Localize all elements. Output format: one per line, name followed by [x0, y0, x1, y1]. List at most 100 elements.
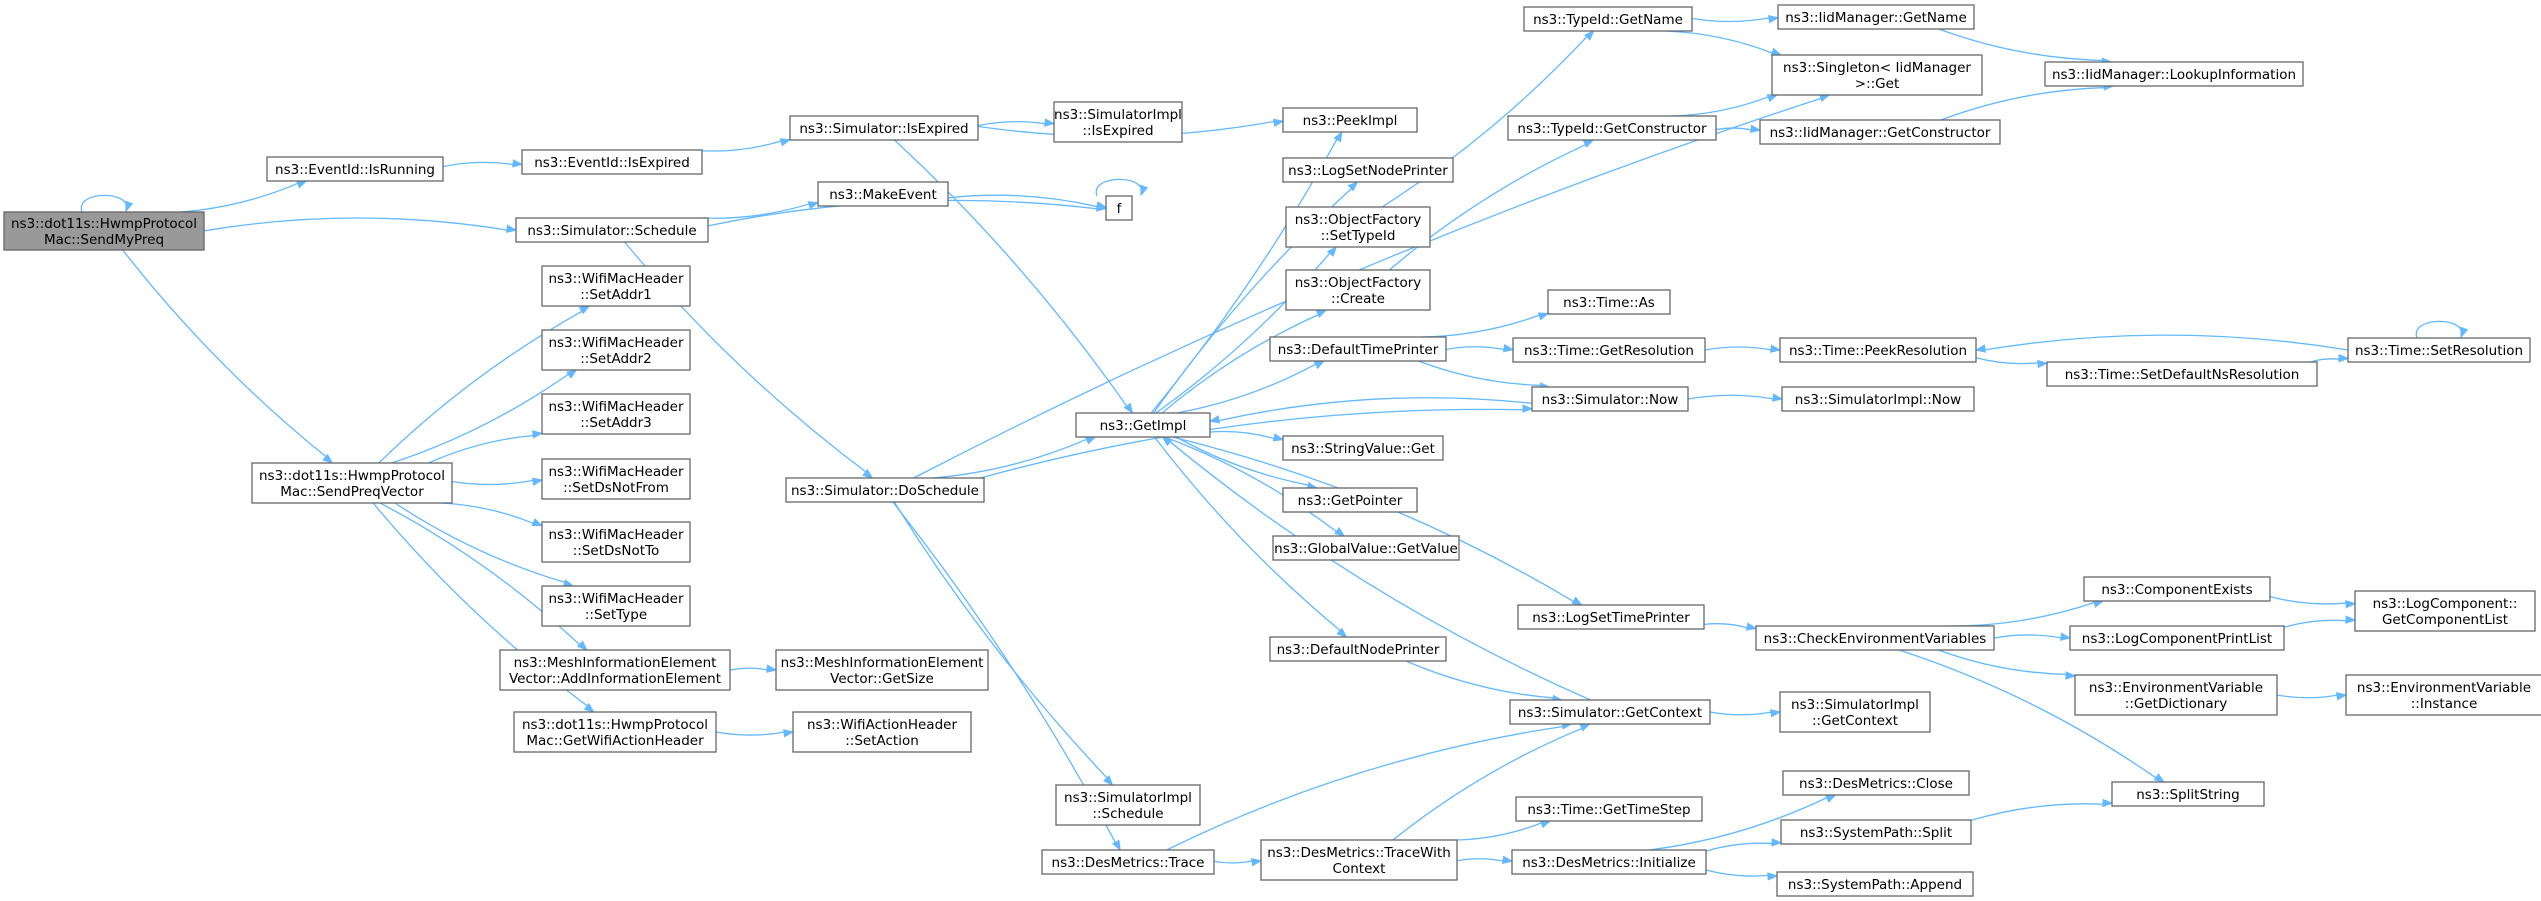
node-box[interactable]	[1780, 819, 1972, 845]
node-simimpl_isexp[interactable]: ns3::SimulatorImpl::IsExpired	[1053, 101, 1183, 143]
node-box[interactable]	[541, 265, 691, 307]
node-logsetnode[interactable]: ns3::LogSetNodePrinter	[1282, 157, 1454, 183]
node-setaddr2[interactable]: ns3::WifiMacHeader::SetAddr2	[541, 329, 691, 371]
node-box[interactable]	[521, 149, 703, 175]
node-box[interactable]	[1285, 269, 1431, 311]
node-box[interactable]	[1272, 535, 1460, 561]
node-box[interactable]	[541, 585, 691, 627]
node-box[interactable]	[1282, 157, 1454, 183]
node-getimpl[interactable]: ns3::GetImpl	[1075, 412, 1211, 438]
node-box[interactable]	[1075, 412, 1211, 438]
node-box[interactable]	[1779, 337, 1977, 363]
node-sim_sched[interactable]: ns3::Simulator::Schedule	[515, 217, 709, 243]
node-box[interactable]	[1759, 119, 2001, 145]
node-setaddr3[interactable]: ns3::WifiMacHeader::SetAddr3	[541, 393, 691, 435]
node-singleton_get[interactable]: ns3::Singleton< IidManager >::Get	[1771, 54, 1983, 96]
node-box[interactable]	[1782, 770, 1970, 796]
node-eid_run[interactable]: ns3::EventId::IsRunning	[266, 156, 444, 182]
node-simimpl_getctx[interactable]: ns3::SimulatorImpl::GetContext	[1779, 691, 1931, 733]
node-box[interactable]	[2044, 61, 2304, 87]
node-checkenv[interactable]: ns3::CheckEnvironmentVariables	[1755, 625, 1995, 651]
node-syspath_split[interactable]: ns3::SystemPath::Split	[1780, 819, 1972, 845]
node-box[interactable]	[1285, 206, 1431, 248]
node-box[interactable]	[1260, 839, 1458, 881]
node-objf_settype[interactable]: ns3::ObjectFactory::SetTypeId	[1285, 206, 1431, 248]
node-box[interactable]	[1771, 54, 1983, 96]
node-box[interactable]	[1511, 849, 1707, 875]
node-addinfo[interactable]: ns3::MeshInformationElementVector::AddIn…	[499, 649, 731, 691]
node-box[interactable]	[2046, 361, 2318, 387]
node-setdsnotfrom[interactable]: ns3::WifiMacHeader::SetDsNotFrom	[541, 458, 691, 500]
node-box[interactable]	[1509, 699, 1711, 725]
node-makeevent[interactable]: ns3::MakeEvent	[817, 181, 949, 207]
node-box[interactable]	[1523, 6, 1693, 32]
node-envvar_instance[interactable]: ns3::EnvironmentVariable::Instance	[2345, 674, 2541, 716]
node-time_setres[interactable]: ns3::Time::SetResolution	[2347, 337, 2531, 363]
node-box[interactable]	[266, 156, 444, 182]
node-box[interactable]	[2083, 576, 2271, 602]
node-sim_isexp[interactable]: ns3::Simulator::IsExpired	[789, 115, 979, 141]
node-objf_create[interactable]: ns3::ObjectFactory::Create	[1285, 269, 1431, 311]
node-box[interactable]	[2347, 337, 2531, 363]
node-box[interactable]	[1512, 337, 1706, 363]
node-desm_trace[interactable]: ns3::DesMetrics::Trace	[1041, 849, 1215, 875]
node-box[interactable]	[1269, 336, 1447, 362]
node-box[interactable]	[515, 217, 709, 243]
node-box[interactable]	[251, 462, 453, 504]
node-iid_lookup[interactable]: ns3::IidManager::LookupInformation	[2044, 61, 2304, 87]
node-getsize[interactable]: ns3::MeshInformationElementVector::GetSi…	[775, 649, 989, 691]
node-box[interactable]	[1755, 625, 1995, 651]
node-box[interactable]	[1515, 796, 1703, 822]
node-box[interactable]	[541, 329, 691, 371]
node-box[interactable]	[1105, 195, 1133, 221]
node-logsettime[interactable]: ns3::LogSetTimePrinter	[1517, 604, 1705, 630]
node-iid_getname[interactable]: ns3::IidManager::GetName	[1777, 4, 1975, 30]
node-box[interactable]	[499, 649, 731, 691]
node-peekimpl[interactable]: ns3::PeekImpl	[1282, 107, 1418, 133]
node-box[interactable]	[817, 181, 949, 207]
node-box[interactable]	[1781, 386, 1975, 412]
node-splitstring[interactable]: ns3::SplitString	[2111, 781, 2265, 807]
node-box[interactable]	[1282, 487, 1418, 513]
node-time_peekres[interactable]: ns3::Time::PeekResolution	[1779, 337, 1977, 363]
node-box[interactable]	[1777, 4, 1975, 30]
node-simimpl_sched[interactable]: ns3::SimulatorImpl::Schedule	[1055, 784, 1201, 826]
node-box[interactable]	[785, 477, 985, 503]
node-setaction[interactable]: ns3::WifiActionHeader::SetAction	[792, 711, 972, 753]
node-box[interactable]	[2069, 625, 2285, 651]
node-box[interactable]	[1282, 435, 1444, 461]
node-box[interactable]	[1517, 604, 1705, 630]
node-box[interactable]	[2345, 674, 2541, 716]
node-logcomp_getlist[interactable]: ns3::LogComponent::GetComponentList	[2354, 590, 2536, 632]
node-box[interactable]	[1269, 636, 1447, 662]
node-box[interactable]	[1041, 849, 1215, 875]
node-doschedule[interactable]: ns3::Simulator::DoSchedule	[785, 477, 985, 503]
node-sim_getctx[interactable]: ns3::Simulator::GetContext	[1509, 699, 1711, 725]
node-typeid_getctor[interactable]: ns3::TypeId::GetConstructor	[1507, 115, 1717, 141]
node-compexists[interactable]: ns3::ComponentExists	[2083, 576, 2271, 602]
node-stringval[interactable]: ns3::StringValue::Get	[1282, 435, 1444, 461]
node-f[interactable]: f	[1105, 195, 1133, 221]
node-time_setdefns[interactable]: ns3::Time::SetDefaultNsResolution	[2046, 361, 2318, 387]
node-sim_now[interactable]: ns3::Simulator::Now	[1531, 386, 1689, 412]
node-iid_getctor[interactable]: ns3::IidManager::GetConstructor	[1759, 119, 2001, 145]
node-box[interactable]	[2074, 674, 2278, 716]
node-setdsnotto[interactable]: ns3::WifiMacHeader::SetDsNotTo	[541, 521, 691, 563]
node-deftimeprinter[interactable]: ns3::DefaultTimePrinter	[1269, 336, 1447, 362]
node-globalval[interactable]: ns3::GlobalValue::GetValue	[1272, 535, 1460, 561]
node-box[interactable]	[789, 115, 979, 141]
node-desm_close[interactable]: ns3::DesMetrics::Close	[1782, 770, 1970, 796]
node-box[interactable]	[2111, 781, 2265, 807]
node-box[interactable]	[1507, 115, 1717, 141]
node-box[interactable]	[541, 521, 691, 563]
node-box[interactable]	[1531, 386, 1689, 412]
node-box[interactable]	[1779, 691, 1931, 733]
node-box[interactable]	[775, 649, 989, 691]
node-envvar_getdict[interactable]: ns3::EnvironmentVariable::GetDictionary	[2074, 674, 2278, 716]
node-box[interactable]	[1547, 289, 1671, 315]
node-box[interactable]	[541, 393, 691, 435]
node-defnodeprinter[interactable]: ns3::DefaultNodePrinter	[1269, 636, 1447, 662]
node-simimpl_now[interactable]: ns3::SimulatorImpl::Now	[1781, 386, 1975, 412]
node-settype[interactable]: ns3::WifiMacHeader::SetType	[541, 585, 691, 627]
